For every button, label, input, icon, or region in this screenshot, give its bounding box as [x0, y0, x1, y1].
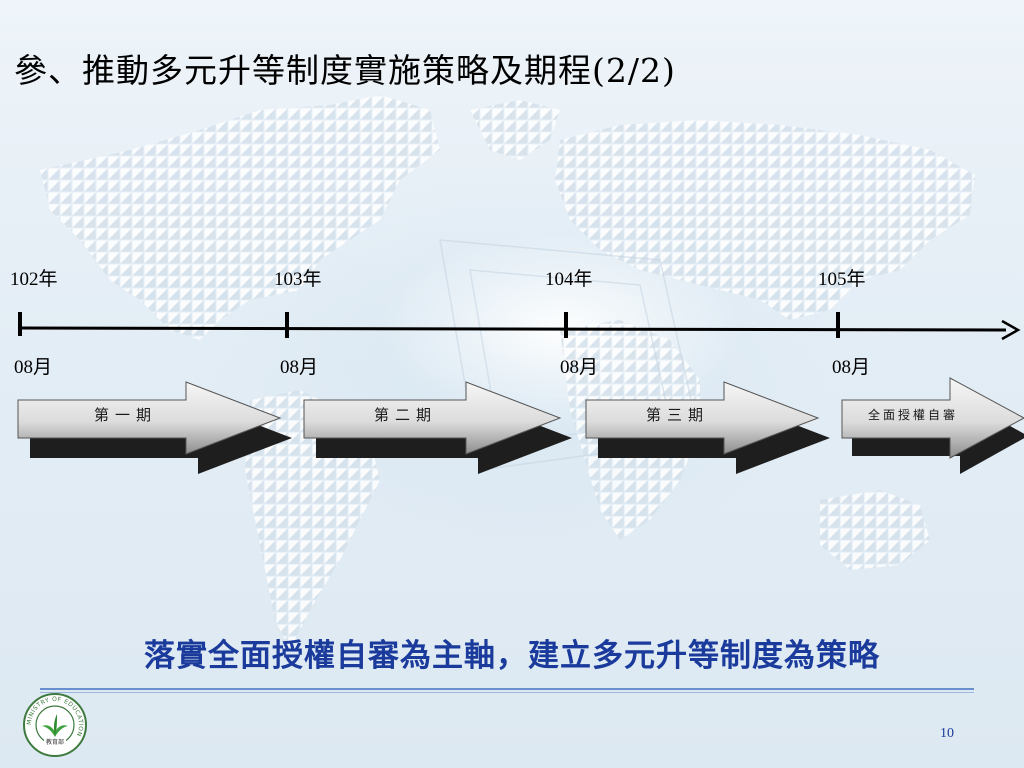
block-arrow-icon [17, 381, 292, 474]
phase-label: 第一期 [94, 406, 158, 424]
phase-label: 全面授權自審 [868, 408, 959, 422]
phase-1-arrow[interactable]: 第一期 [16, 378, 306, 478]
block-arrow-icon [585, 381, 830, 474]
block-arrow-icon [841, 377, 1024, 474]
timeline-year-label: 102年 [10, 269, 58, 290]
timeline-month-label: 08月 [280, 357, 319, 378]
logo-inner-text: 教育部 [46, 738, 64, 746]
timeline-year-label: 103年 [274, 269, 322, 290]
timeline-line [19, 326, 1007, 332]
timeline-month-label: 08月 [832, 357, 871, 378]
ministry-of-education-logo: MINISTRY OF EDUCATION 教育部 [23, 693, 87, 757]
timeline-axis [18, 312, 1021, 341]
timeline-month-label: 08月 [14, 357, 53, 378]
timeline-year-label: 105年 [818, 269, 866, 290]
footer-divider [40, 688, 974, 694]
slide-title: 參、推動多元升等制度實施策略及期程(2/2) [14, 51, 676, 90]
timeline-arrow-head [1001, 319, 1021, 341]
phase-2-arrow[interactable]: 第二期 [302, 378, 592, 478]
timeline-year-label: 104年 [545, 269, 593, 290]
slide-subtitle: 落實全面授權自審為主軸，建立多元升等制度為策略 [144, 638, 880, 674]
page-number: 10 [940, 726, 954, 741]
phase-label: 第二期 [374, 406, 438, 424]
phase-label: 第三期 [646, 406, 710, 424]
phase-4-arrow[interactable]: 全面授權自審 [840, 374, 1024, 474]
timeline-month-label: 08月 [560, 357, 599, 378]
block-arrow-icon [303, 381, 572, 474]
phase-3-arrow[interactable]: 第三期 [584, 378, 874, 478]
